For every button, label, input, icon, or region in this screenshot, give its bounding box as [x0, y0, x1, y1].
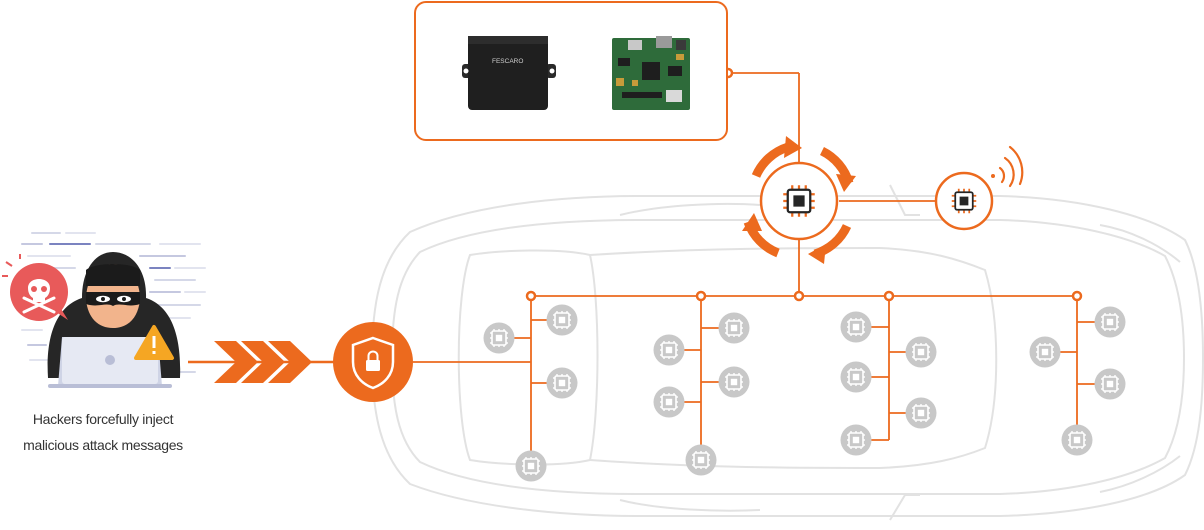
- skull-icon: [2, 254, 68, 321]
- chevron-arrows-icon: [214, 341, 312, 383]
- attack-caption-line-1: Hackers forcefully inject: [32, 411, 174, 427]
- attack-caption-line-2: malicious attack messages: [23, 437, 183, 453]
- circular-arrow-heads: [742, 136, 856, 264]
- bus-nodes: [525, 67, 1083, 302]
- fescaro-device-overlay: FESCARO: [462, 36, 556, 110]
- laptop-icon: [48, 337, 172, 388]
- telematics-chip: [934, 171, 994, 231]
- circuit-board-overlay: [612, 36, 690, 110]
- gateway-chip: [759, 161, 839, 241]
- warning-icon: [134, 325, 174, 360]
- shield-lock-icon: [333, 322, 413, 402]
- device-brand-label-overlay: FESCARO: [492, 58, 523, 65]
- car-outline: [370, 184, 1204, 521]
- wireless-signal-icon: [991, 145, 1024, 188]
